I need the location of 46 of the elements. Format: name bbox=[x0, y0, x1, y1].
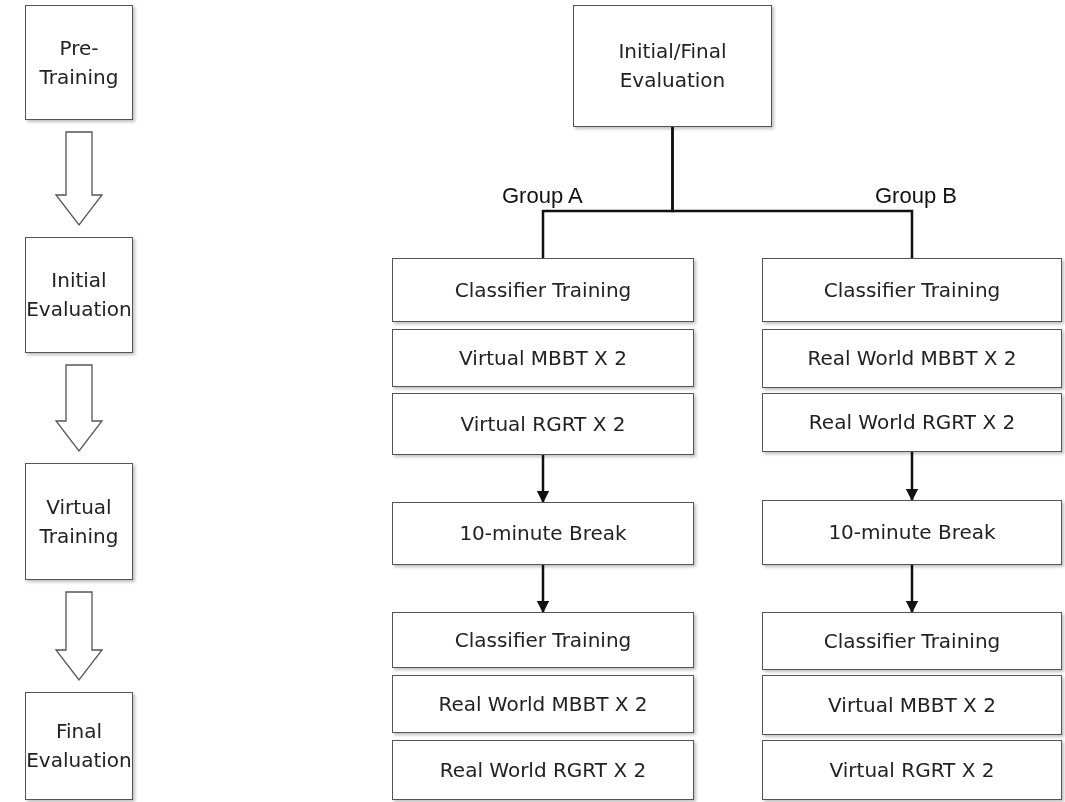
box-text: 10-minute Break bbox=[827, 519, 997, 546]
process-box bbox=[573, 5, 772, 127]
process-box bbox=[392, 502, 694, 565]
process-box bbox=[25, 692, 133, 800]
hollow-arrow bbox=[54, 364, 104, 453]
box-text: Virtual Training bbox=[38, 493, 120, 550]
process-box bbox=[762, 612, 1062, 670]
process-box bbox=[392, 258, 694, 322]
arrow bbox=[905, 565, 919, 614]
process-box bbox=[762, 500, 1062, 565]
box-text: Virtual RGRT X 2 bbox=[828, 756, 996, 784]
box-text: Real World MBBT X 2 bbox=[437, 690, 649, 718]
box-text: 10-minute Break bbox=[458, 520, 628, 547]
box-text: Pre-Training bbox=[38, 34, 120, 91]
process-box bbox=[392, 675, 694, 733]
process-box bbox=[392, 393, 694, 455]
process-box bbox=[392, 329, 694, 387]
process-box bbox=[762, 258, 1062, 322]
process-box bbox=[762, 675, 1062, 735]
arrow bbox=[536, 565, 550, 614]
box-text: Real World RGRT X 2 bbox=[807, 409, 1017, 436]
box-text: Virtual MBBT X 2 bbox=[458, 344, 628, 372]
arrow bbox=[536, 455, 550, 504]
box-text: Initial/Final Evaluation bbox=[617, 38, 728, 94]
process-box bbox=[25, 5, 133, 120]
process-box bbox=[392, 740, 694, 800]
box-text: Virtual MBBT X 2 bbox=[827, 691, 997, 719]
box-text: Classifier Training bbox=[453, 626, 633, 654]
hollow-arrow bbox=[54, 591, 104, 682]
box-text: Real World MBBT X 2 bbox=[806, 345, 1018, 372]
process-box bbox=[25, 237, 133, 353]
arrow bbox=[905, 452, 919, 502]
box-text: Initial Evaluation bbox=[25, 267, 133, 323]
connector-line bbox=[671, 127, 914, 258]
process-box bbox=[762, 393, 1062, 452]
process-box bbox=[762, 329, 1062, 388]
box-text: Classifier Training bbox=[822, 276, 1002, 304]
hollow-arrow bbox=[54, 131, 104, 227]
box-text: Classifier Training bbox=[822, 627, 1002, 655]
box-text: Virtual RGRT X 2 bbox=[459, 410, 627, 438]
process-box bbox=[392, 612, 694, 668]
box-text: Real World RGRT X 2 bbox=[438, 756, 648, 784]
box-text: Classifier Training bbox=[453, 276, 633, 304]
process-box bbox=[762, 740, 1062, 800]
box-text: Final Evaluation bbox=[25, 718, 133, 774]
process-box bbox=[25, 463, 133, 580]
